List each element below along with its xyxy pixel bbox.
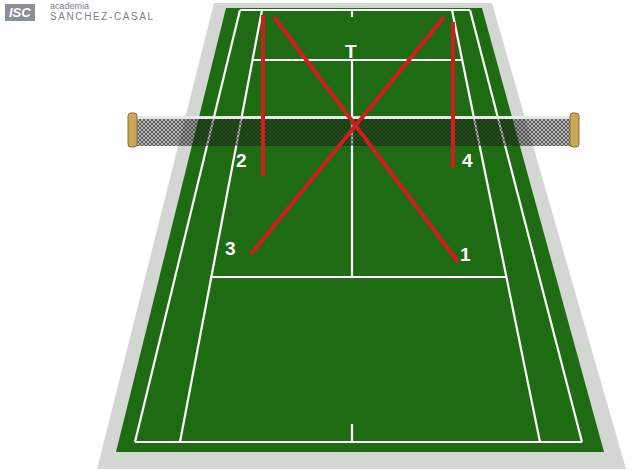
logo-text: ISC <box>9 6 31 19</box>
logo-name: SANCHEZ-CASAL <box>50 12 155 22</box>
callout-number: 2 <box>236 151 247 170</box>
court-surface <box>116 8 604 452</box>
callout-number: 4 <box>462 151 473 170</box>
court-lines <box>135 10 582 442</box>
logo-box: ISC <box>5 4 35 21</box>
shot-lines <box>251 15 458 262</box>
callout-number: 3 <box>225 239 236 258</box>
court-letter: T <box>345 42 357 61</box>
court-surround <box>97 3 626 469</box>
callout-number: 1 <box>460 245 471 264</box>
logo-subtitle: academia <box>50 2 89 11</box>
